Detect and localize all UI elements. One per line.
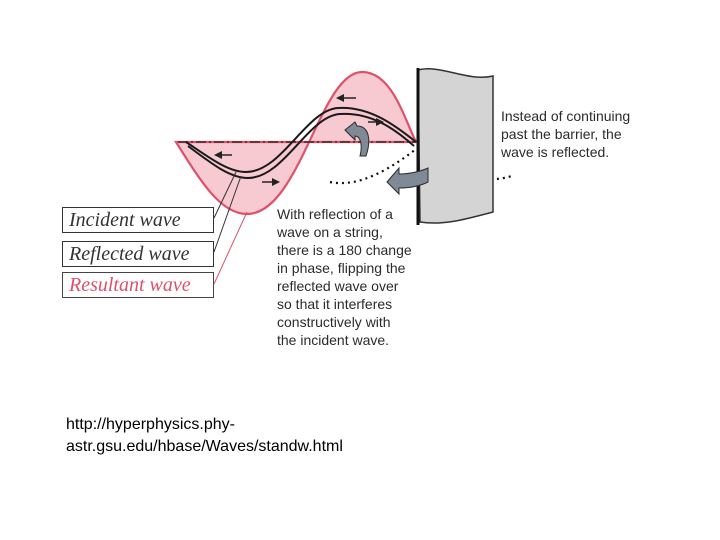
legend-incident-wave: Incident wave (62, 207, 214, 233)
resultant-wave (174, 70, 418, 216)
right-arrow-icon (368, 118, 384, 126)
barrier-note: Instead of continuing past the barrier, … (501, 108, 631, 160)
left-arrow-icon (214, 151, 232, 159)
curved-arrow-icon (344, 121, 370, 157)
leader-resultant (213, 211, 248, 285)
left-arrow-icon (336, 94, 356, 102)
legend-reflected-wave: Reflected wave (62, 241, 214, 267)
leader-incident (213, 171, 237, 219)
curved-arrow-icon (386, 166, 429, 196)
right-arrow-icon (262, 178, 280, 186)
legend-resultant-wave: Resultant wave (62, 272, 214, 298)
source-url: http://hyperphysics.phy- astr.gsu.edu/hb… (66, 416, 343, 455)
incident-wave (185, 106, 417, 174)
leader-reflected (213, 175, 242, 253)
reflection-note: With reflection of a wave on a string, t… (277, 206, 412, 348)
barrier (417, 68, 494, 224)
